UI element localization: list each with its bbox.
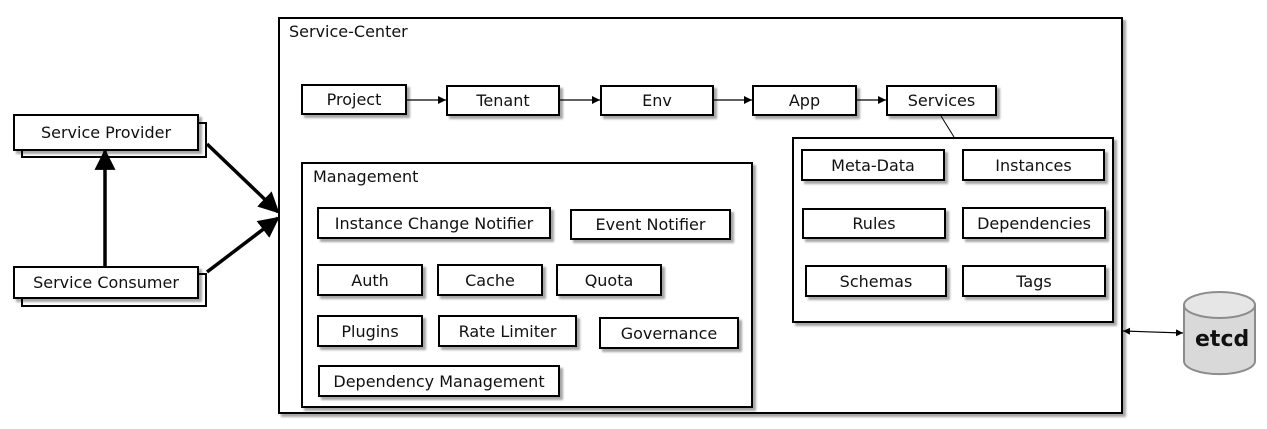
arrow-service-center-etcd: [1122, 327, 1184, 337]
app-label: App: [788, 91, 821, 110]
cache-label: Cache: [465, 270, 515, 290]
tenant-box: Tenant: [446, 85, 560, 116]
service-provider-label: Service Provider: [40, 123, 172, 142]
rate-limiter-box: Rate Limiter: [438, 315, 577, 347]
tags-label: Tags: [1016, 271, 1052, 291]
etcd-label: etcd: [1195, 327, 1250, 352]
instances-label: Instances: [995, 155, 1072, 175]
tags-box: Tags: [962, 265, 1106, 297]
meta-data-label: Meta-Data: [831, 155, 915, 175]
dependency-management-label: Dependency Management: [333, 371, 545, 391]
service-consumer-box: Service Consumer: [13, 266, 199, 299]
rules-box: Rules: [802, 208, 946, 239]
env-label: Env: [642, 91, 672, 110]
arrow-provider-to-service-center: [205, 142, 280, 214]
instance-change-notifier-label: Instance Change Notifier: [334, 213, 534, 233]
governance-label: Governance: [620, 323, 718, 343]
meta-data-box: Meta-Data: [801, 149, 945, 181]
dependency-management-box: Dependency Management: [318, 365, 560, 397]
services-label: Services: [907, 91, 976, 110]
tenant-label: Tenant: [476, 91, 530, 110]
schemas-box: Schemas: [805, 265, 947, 297]
env-box: Env: [600, 85, 714, 116]
event-notifier-label: Event Notifier: [595, 215, 706, 234]
quota-label: Quota: [584, 270, 634, 290]
service-consumer-label: Service Consumer: [33, 273, 179, 292]
services-box: Services: [886, 85, 997, 116]
service-center-title: Service-Center: [289, 22, 408, 41]
auth-label: Auth: [351, 270, 389, 290]
connector-services-to-details: [940, 115, 955, 138]
event-notifier-box: Event Notifier: [570, 209, 731, 240]
dependencies-box: Dependencies: [962, 207, 1106, 239]
quota-box: Quota: [556, 264, 662, 296]
dependencies-label: Dependencies: [977, 213, 1091, 233]
plugins-label: Plugins: [341, 321, 399, 341]
plugins-box: Plugins: [317, 315, 423, 347]
rate-limiter-label: Rate Limiter: [458, 321, 557, 341]
arrow-consumer-to-service-center: [205, 216, 280, 274]
project-label: Project: [326, 90, 382, 109]
app-box: App: [752, 85, 857, 116]
schemas-label: Schemas: [839, 271, 913, 291]
auth-box: Auth: [317, 264, 423, 296]
cache-box: Cache: [437, 264, 543, 296]
instances-box: Instances: [962, 149, 1105, 181]
management-title: Management: [313, 167, 419, 186]
instance-change-notifier-box: Instance Change Notifier: [317, 207, 551, 239]
etcd-database-icon: [1183, 291, 1256, 376]
governance-box: Governance: [599, 317, 739, 349]
project-box: Project: [301, 84, 407, 115]
service-provider-box: Service Provider: [13, 114, 199, 151]
rules-label: Rules: [852, 214, 896, 233]
